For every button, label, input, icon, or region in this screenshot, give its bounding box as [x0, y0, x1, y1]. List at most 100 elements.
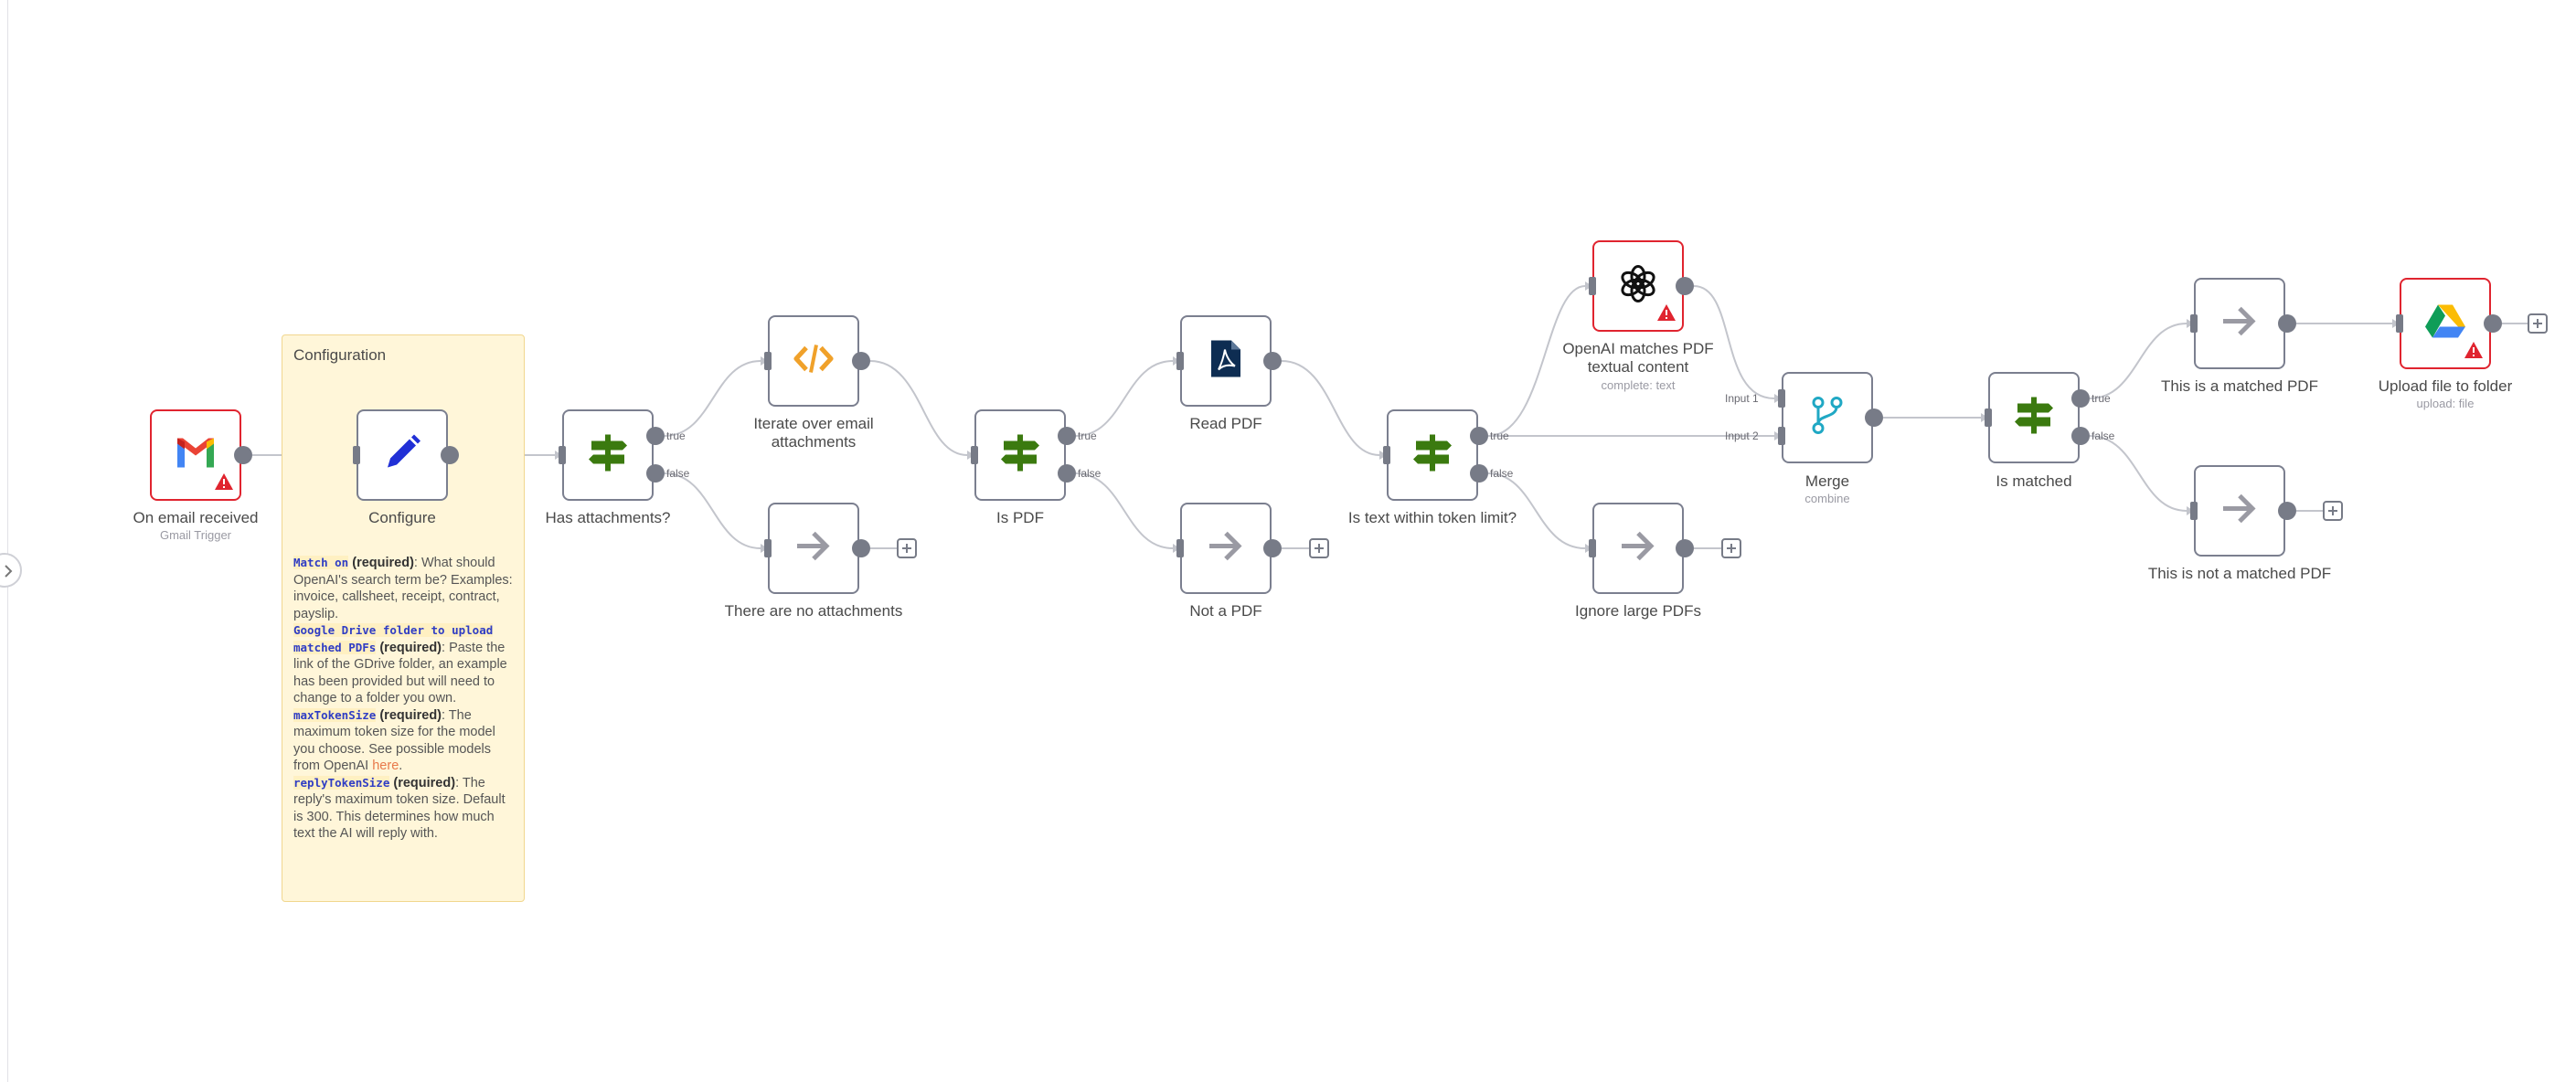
output-port[interactable] — [2278, 314, 2296, 333]
input-port[interactable] — [2190, 502, 2198, 520]
edge-is-matched-false-not-matched — [2089, 435, 2187, 512]
node-has-attachments[interactable] — [562, 409, 654, 501]
node-within-token-limit[interactable] — [1387, 409, 1478, 501]
input-port[interactable] — [764, 539, 772, 557]
openai-models-link[interactable]: here — [372, 758, 399, 773]
node-openai-match[interactable] — [1592, 240, 1684, 332]
chevron-right-icon — [5, 565, 13, 578]
output-port[interactable] — [1676, 277, 1694, 295]
branch-label-false: false — [666, 467, 690, 480]
google-drive-icon — [2424, 303, 2466, 345]
input-port[interactable] — [1589, 277, 1596, 295]
param-description: : What should OpenAI's search term be? E… — [293, 556, 513, 621]
node-not-a-pdf[interactable] — [1180, 503, 1272, 594]
input-port[interactable] — [1383, 446, 1390, 464]
input-port-2[interactable] — [1778, 427, 1785, 445]
node-is-pdf[interactable] — [974, 409, 1066, 501]
node-is-matched[interactable] — [1988, 372, 2080, 463]
output-port-false[interactable] — [1058, 464, 1076, 483]
input-port-1[interactable] — [1778, 389, 1785, 408]
add-node-button[interactable] — [1721, 538, 1741, 558]
output-port[interactable] — [1263, 539, 1282, 557]
node-title: OpenAI matches PDF textual content — [1562, 340, 1714, 376]
pencil-icon — [382, 433, 422, 478]
node-subtitle: upload: file — [2416, 397, 2475, 410]
input-port[interactable] — [559, 446, 566, 464]
node-title: There are no attachments — [724, 602, 903, 620]
sticky-body: Match on (required): What should OpenAI'… — [293, 555, 515, 843]
add-node-button[interactable] — [897, 538, 917, 558]
edge-has-attachments-false-no-attachments — [664, 472, 761, 549]
output-port[interactable] — [1865, 408, 1883, 427]
input-port[interactable] — [1985, 408, 1992, 427]
arrow-right-icon — [1208, 531, 1244, 567]
node-title: Is PDF — [996, 509, 1044, 526]
node-on-email-received[interactable] — [150, 409, 241, 501]
param-description: : The reply's maximum token size. Defaul… — [293, 775, 506, 842]
branch-label-true: true — [666, 430, 686, 442]
node-read-pdf[interactable] — [1180, 315, 1272, 407]
node-title: Not a PDF — [1189, 602, 1262, 620]
branch-label-true: true — [1490, 430, 1509, 442]
node-matched-pdf[interactable] — [2194, 278, 2285, 369]
input-port[interactable] — [2190, 314, 2198, 333]
output-port-false[interactable] — [1470, 464, 1488, 483]
input-port[interactable] — [764, 352, 772, 370]
output-port[interactable] — [1263, 352, 1282, 370]
node-ignore-large-pdfs[interactable] — [1592, 503, 1684, 594]
output-port[interactable] — [2484, 314, 2502, 333]
branch-label-false: false — [1078, 467, 1102, 480]
merge-icon — [1809, 396, 1846, 440]
sticky-paragraph-max-token-size: maxTokenSize (required): The maximum tok… — [293, 707, 515, 775]
node-subtitle: Gmail Trigger — [159, 528, 232, 542]
node-title: Read PDF — [1189, 415, 1262, 432]
arrow-right-icon — [2221, 493, 2258, 529]
input-port[interactable] — [2396, 314, 2403, 333]
input-label-1: Input 1 — [1725, 392, 1759, 405]
output-port-false[interactable] — [646, 464, 665, 483]
node-iterate-attachments[interactable] — [768, 315, 859, 407]
add-node-button[interactable] — [1309, 538, 1329, 558]
node-no-attachments[interactable] — [768, 503, 859, 594]
input-port[interactable] — [971, 446, 978, 464]
output-port[interactable] — [1676, 539, 1694, 557]
input-port[interactable] — [1589, 539, 1596, 557]
add-node-button[interactable] — [2528, 313, 2548, 334]
output-port-true[interactable] — [1058, 427, 1076, 445]
edge-read-pdf-within-limit — [1281, 360, 1380, 456]
input-port[interactable] — [353, 446, 360, 464]
output-port-true[interactable] — [1470, 427, 1488, 445]
output-port[interactable] — [441, 446, 459, 464]
branch-label-true: true — [2092, 392, 2111, 405]
output-port[interactable] — [852, 352, 870, 370]
output-port-false[interactable] — [2071, 427, 2090, 445]
node-not-matched-pdf[interactable] — [2194, 465, 2285, 557]
input-label-2: Input 2 — [1725, 430, 1759, 442]
add-node-button[interactable] — [2323, 501, 2343, 521]
node-merge[interactable] — [1782, 372, 1873, 463]
input-port[interactable] — [1176, 352, 1184, 370]
node-title: Is text within token limit? — [1347, 509, 1517, 526]
edge-within-limit-false-ignore — [1487, 472, 1586, 549]
output-port-true[interactable] — [646, 427, 665, 445]
required-tag: (required) — [379, 707, 442, 723]
branch-label-true: true — [1078, 430, 1097, 442]
pdf-icon — [1209, 339, 1242, 384]
required-tag: (required) — [379, 640, 442, 655]
gmail-icon — [175, 437, 217, 474]
param-name: replyTokenSize — [293, 775, 390, 790]
node-title: Iterate over email attachments — [753, 415, 874, 451]
output-port-true[interactable] — [2071, 389, 2090, 408]
edge-openai-merge1 — [1693, 285, 1775, 399]
node-configure[interactable] — [357, 409, 448, 501]
output-port[interactable] — [234, 446, 252, 464]
node-upload-file[interactable] — [2400, 278, 2491, 369]
code-icon — [793, 343, 834, 380]
node-subtitle: complete: text — [1601, 378, 1676, 392]
output-port[interactable] — [2278, 502, 2296, 520]
input-port[interactable] — [1176, 539, 1184, 557]
node-title: On email received — [133, 509, 259, 526]
node-title: This is not a matched PDF — [2147, 565, 2332, 582]
output-port[interactable] — [852, 539, 870, 557]
param-description: : Paste the link of the GDrive folder, a… — [293, 640, 507, 706]
